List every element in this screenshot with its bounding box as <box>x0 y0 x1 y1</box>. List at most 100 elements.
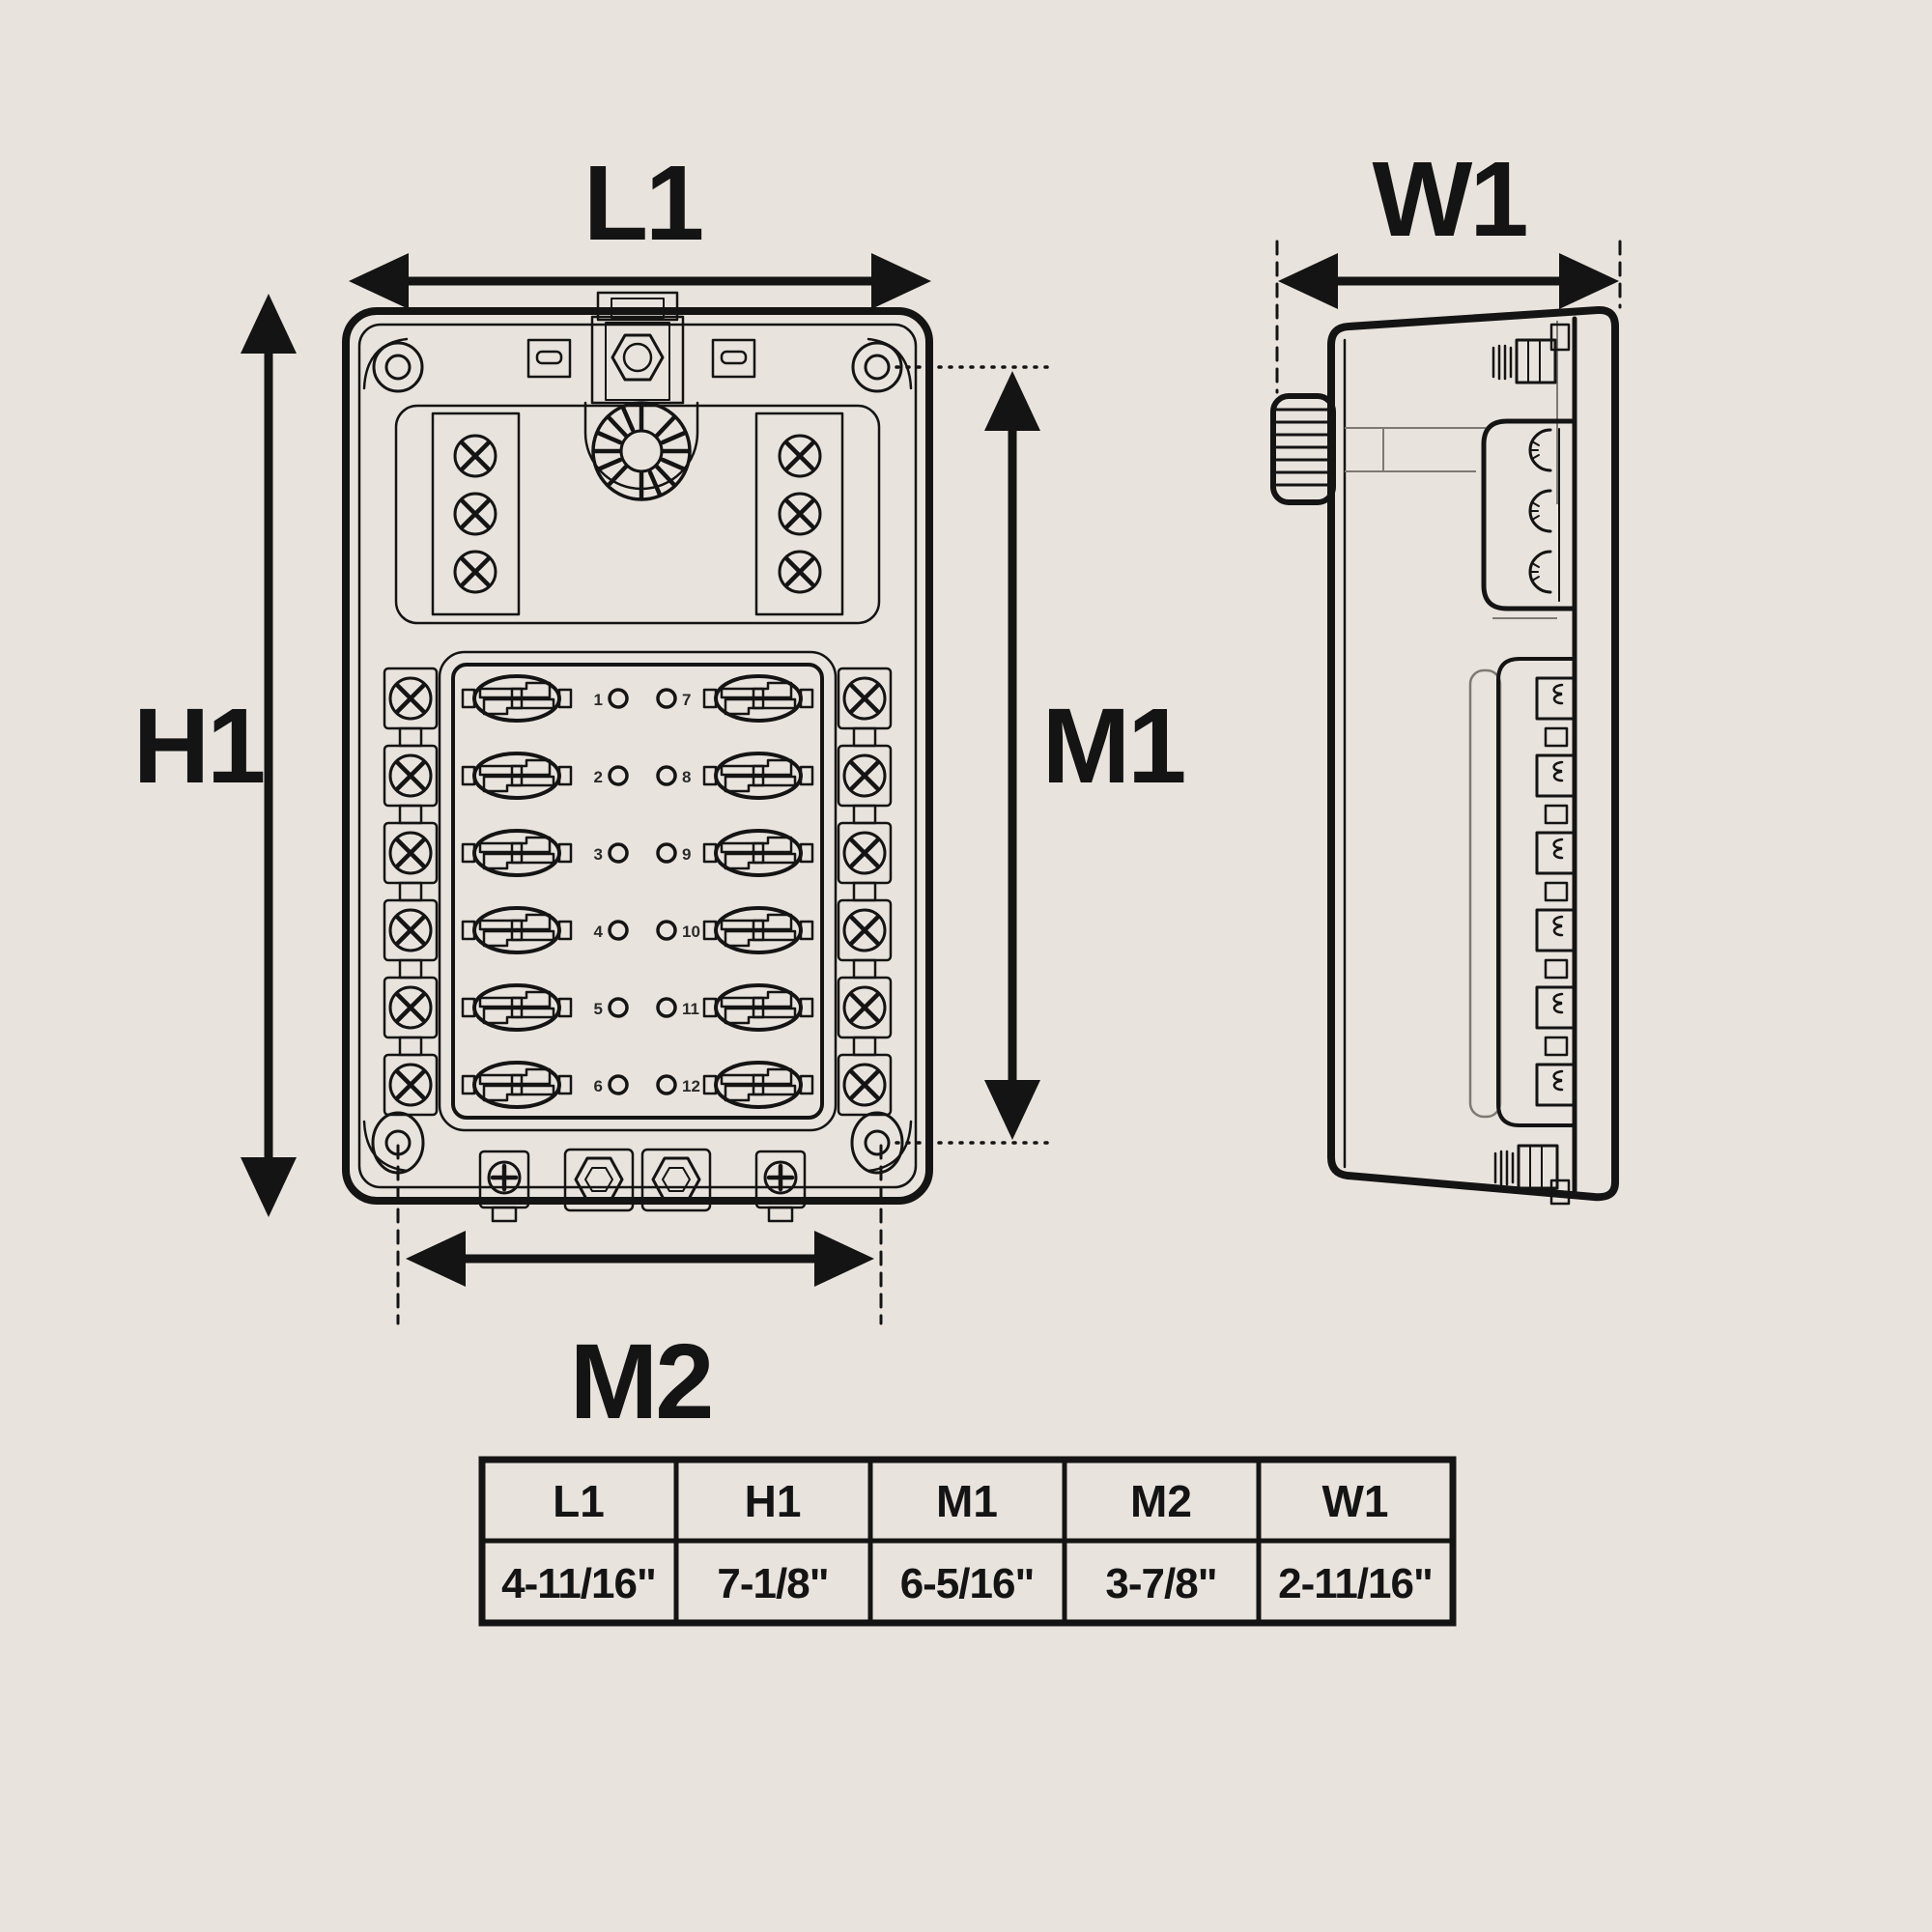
side-view <box>1270 305 1619 1206</box>
x-screw-icon <box>780 436 820 476</box>
blade-fuse-icon <box>702 1061 814 1109</box>
table-value-h1: 7-1/8" <box>717 1560 828 1607</box>
x-screw-icon <box>838 1055 891 1115</box>
table-column-dividers <box>673 1457 1262 1626</box>
arrowhead-left-icon <box>1278 253 1338 309</box>
screw-profile-icon <box>1528 428 1552 472</box>
dimension-label-m1: M1 <box>1042 687 1185 806</box>
terminal-block-side <box>1481 418 1577 619</box>
hex-nut-icon <box>563 1148 635 1212</box>
fuse-section-outer <box>438 650 838 1132</box>
dimension-m1: M1 <box>895 365 1187 1145</box>
circuit-number: 6 <box>594 1077 603 1095</box>
fuse-clip-icon <box>1535 676 1576 721</box>
circuit-number: 7 <box>682 691 691 709</box>
x-screw-icon <box>384 900 437 960</box>
blade-fuse-icon <box>461 1061 573 1109</box>
fuse-clip-icon <box>1535 753 1576 798</box>
circuit-number: 1 <box>594 691 603 709</box>
x-screw-icon <box>384 823 437 883</box>
fuse-clip-icon <box>1535 908 1576 952</box>
blade-fuse-icon <box>702 752 814 800</box>
table-header-w1: W1 <box>1322 1476 1389 1526</box>
table-value-l1: 4-11/16" <box>501 1560 656 1607</box>
front-body-inner-outline <box>357 323 918 1189</box>
dimension-h1: H1 <box>133 294 297 1217</box>
mounting-hole-icon <box>371 1111 425 1175</box>
fuse-grid <box>461 674 814 1109</box>
dimension-l1: L1 <box>349 144 931 309</box>
side-terminals-left <box>384 668 437 1115</box>
circuit-number: 9 <box>682 845 691 864</box>
hex-nut-icon <box>611 333 665 382</box>
blade-fuse-icon <box>461 906 573 954</box>
fuse-clip-icon <box>1535 985 1576 1030</box>
knurled-knob-icon <box>1270 393 1336 505</box>
arrowhead-down-icon <box>241 1157 297 1217</box>
dimension-label-l1: L1 <box>583 144 702 263</box>
circuit-number: 8 <box>682 768 691 786</box>
x-screw-icon <box>384 1055 437 1115</box>
mounting-hole-icon <box>850 1111 904 1175</box>
x-screw-icon <box>838 746 891 806</box>
circuit-number: 4 <box>594 923 604 941</box>
dimension-table: L1 H1 M1 M2 W1 4-11/16" 7-1/8" 6-5/16" 3… <box>478 1456 1457 1627</box>
corner-arc <box>362 337 409 390</box>
x-screw-icon <box>838 978 891 1037</box>
circuit-number: 10 <box>682 923 700 941</box>
x-screw-icon <box>384 746 437 806</box>
blade-fuse-icon <box>461 983 573 1032</box>
table-header-h1: H1 <box>745 1476 802 1526</box>
table-header-l1: L1 <box>553 1476 605 1526</box>
knob-shaft-lines <box>1345 427 1486 472</box>
x-screw-icon <box>455 494 496 534</box>
top-tab <box>596 291 679 322</box>
dimension-w1: W1 <box>1275 140 1622 394</box>
dimension-label-m2: M2 <box>570 1322 712 1441</box>
arrowhead-left-icon <box>349 253 409 309</box>
table-header-m2: M2 <box>1130 1476 1192 1526</box>
circuit-number: 11 <box>682 1000 699 1018</box>
corner-arc <box>867 337 913 390</box>
circuit-number: 5 <box>594 1000 603 1018</box>
mounting-hole-icon <box>851 341 903 393</box>
front-view: 1 7 2 8 3 9 4 10 5 11 6 12 <box>342 291 933 1223</box>
fuse-clip-icon <box>1535 1063 1576 1107</box>
arrowhead-right-icon <box>814 1231 874 1287</box>
x-screw-icon <box>384 668 437 728</box>
hex-nut-icon <box>640 1148 712 1212</box>
top-slot-plate <box>526 338 572 379</box>
fuse-clip-icon <box>1535 831 1576 875</box>
x-screw-icon <box>838 668 891 728</box>
arrowhead-up-icon <box>241 294 297 354</box>
dimension-label-h1: H1 <box>133 687 264 806</box>
plus-screw-icon <box>754 1150 807 1223</box>
x-screw-icon <box>838 900 891 960</box>
arrowhead-right-icon <box>871 253 931 309</box>
star-washer-icon <box>591 401 692 501</box>
screw-profile-icon <box>1528 489 1552 533</box>
side-body-outline <box>1327 305 1619 1202</box>
x-screw-icon <box>838 823 891 883</box>
screw-profile-icon <box>1528 550 1552 594</box>
x-screw-icon <box>780 552 820 592</box>
terminal-section <box>394 404 881 625</box>
stud-plate <box>590 315 685 405</box>
mounting-hole-icon <box>372 341 424 393</box>
blade-fuse-icon <box>702 829 814 877</box>
bottom-hardware <box>478 1148 807 1223</box>
blade-fuse-icon <box>702 674 814 723</box>
plus-screw-icon <box>478 1150 530 1223</box>
front-body-outline <box>342 307 933 1205</box>
arrowhead-up-icon <box>984 371 1040 431</box>
x-screw-icon <box>455 552 496 592</box>
arrowhead-right-icon <box>1559 253 1619 309</box>
side-terminals-right <box>838 668 891 1115</box>
x-screw-icon <box>384 978 437 1037</box>
fuse-section-inner <box>451 663 824 1120</box>
dimension-m2: M2 <box>396 1144 883 1441</box>
blade-fuse-icon <box>461 752 573 800</box>
blade-fuse-icon <box>461 674 573 723</box>
